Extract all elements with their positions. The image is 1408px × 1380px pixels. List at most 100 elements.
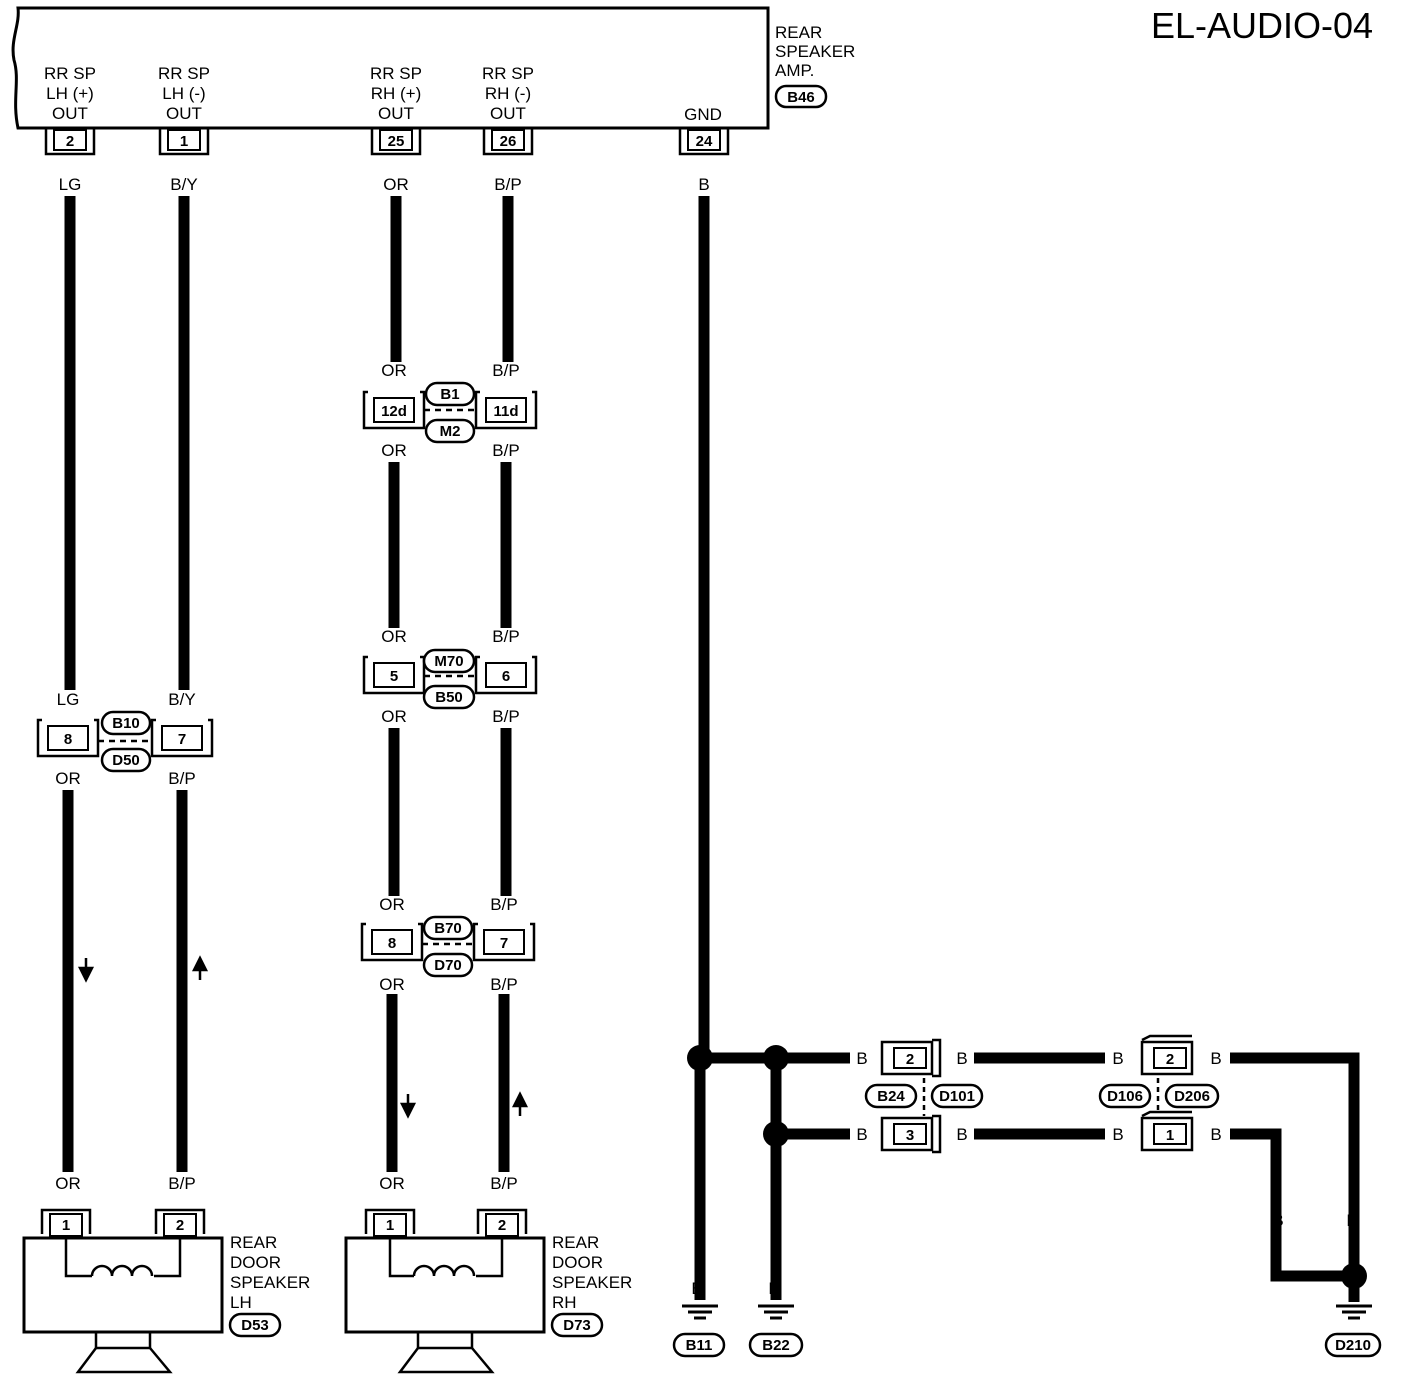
- pin-label: 8: [64, 731, 72, 748]
- ground-id: D210: [1335, 1337, 1371, 1354]
- pin-label: 8: [388, 935, 396, 952]
- speaker-name: REAR: [230, 1233, 277, 1252]
- wire-color: B/P: [492, 707, 519, 726]
- connector-d106-d206: 2 1 D106 D206: [1098, 1034, 1220, 1152]
- connector-b10-d50: LG B/Y 8 7 B10 D50 OR B/P: [36, 690, 214, 788]
- connector-id: D70: [434, 957, 462, 974]
- connector-id: B50: [435, 689, 463, 706]
- wire-color: OR: [379, 975, 405, 994]
- connector-id: D50: [112, 752, 140, 769]
- wire-color: B/P: [490, 895, 517, 914]
- connector-id: B10: [112, 715, 140, 732]
- pin-label: 7: [178, 731, 186, 748]
- wire-color: B: [1272, 1211, 1283, 1230]
- wire-color: OR: [381, 627, 407, 646]
- connector-id: B70: [434, 920, 462, 937]
- amp-connector-id: B46: [787, 89, 815, 106]
- pin-label: 1: [62, 1217, 70, 1234]
- wire-color: LG: [59, 175, 82, 194]
- page-title: EL-AUDIO-04: [1151, 5, 1373, 46]
- pin-label: 26: [500, 133, 517, 150]
- wire-color: OR: [381, 707, 407, 726]
- term-label: RR SP: [44, 64, 96, 83]
- pin-label: 3: [906, 1127, 914, 1144]
- speaker-rh: OR B/P 1 2 REAR DOOR SPEAKER RH D73: [344, 1174, 632, 1374]
- amp-pins: 2 1 25 26 24: [44, 128, 730, 156]
- term-label: OUT: [490, 104, 526, 123]
- wire-color: B: [1112, 1049, 1123, 1068]
- wire-color: B/P: [168, 769, 195, 788]
- wire-color: OR: [381, 361, 407, 380]
- wire-color: B: [1210, 1125, 1221, 1144]
- term-label: LH (-): [162, 84, 205, 103]
- term-label: OUT: [52, 104, 88, 123]
- pin-label: 5: [390, 668, 398, 685]
- connector-id: M70: [434, 653, 463, 670]
- wire-color: B: [956, 1049, 967, 1068]
- term-label: RR SP: [370, 64, 422, 83]
- speaker-name: DOOR: [230, 1253, 281, 1272]
- connector-id: D53: [241, 1317, 269, 1334]
- wire-color: B: [1210, 1049, 1221, 1068]
- connector-id: D101: [939, 1088, 975, 1105]
- wire-color: B/Y: [168, 690, 195, 709]
- rear-speaker-amp: REAR SPEAKER AMP. B46 RR SP LH (+) OUT R…: [11, 6, 855, 130]
- pin-label: 2: [176, 1217, 184, 1234]
- pin-label: 11d: [493, 403, 518, 420]
- wire-color: B: [856, 1125, 867, 1144]
- wire-color: B/P: [492, 627, 519, 646]
- amp-name-line1: REAR: [775, 23, 822, 42]
- wire-color: B: [1346, 1211, 1357, 1230]
- pin-label: 2: [498, 1217, 506, 1234]
- wire-color: B/P: [490, 975, 517, 994]
- connector-id: M2: [440, 423, 461, 440]
- ground-b11: B11: [672, 1304, 726, 1358]
- wire-color: B: [856, 1049, 867, 1068]
- connector-id: B24: [877, 1088, 905, 1105]
- connector-id: D73: [563, 1317, 591, 1334]
- pin-label: 7: [500, 935, 508, 952]
- wire-color: B/Y: [170, 175, 197, 194]
- speaker-name: RH: [552, 1293, 577, 1312]
- wire-color: OR: [55, 1174, 81, 1193]
- wires: [62, 196, 1360, 1302]
- wire-color: B: [698, 175, 709, 194]
- connector-id: D106: [1107, 1088, 1143, 1105]
- speaker-name: SPEAKER: [552, 1273, 632, 1292]
- amp-name-line2: SPEAKER: [775, 42, 855, 61]
- wire-color: OR: [379, 1174, 405, 1193]
- term-label: OUT: [166, 104, 202, 123]
- connector-id: D206: [1174, 1088, 1210, 1105]
- wire-color: B/P: [494, 175, 521, 194]
- wire-color: OR: [383, 175, 409, 194]
- connector-b1-m2: OR B/P 12d 11d B1 M2 OR B/P: [362, 361, 538, 460]
- wire-color: B/P: [492, 361, 519, 380]
- current-arrows: [77, 955, 529, 1119]
- wire-color: B/P: [492, 441, 519, 460]
- connector-id: B1: [440, 386, 459, 403]
- pin-label: 25: [388, 133, 405, 150]
- ground-b22: B22: [748, 1304, 804, 1358]
- wire-color: B/P: [168, 1174, 195, 1193]
- term-label: OUT: [378, 104, 414, 123]
- term-label: RH (+): [371, 84, 422, 103]
- pin-label: 1: [386, 1217, 394, 1234]
- ground-wire-labels: B B B B B B B B B B B B: [691, 1049, 1357, 1298]
- pin-label: 6: [502, 668, 510, 685]
- speaker-name: LH: [230, 1293, 252, 1312]
- term-label: RR SP: [158, 64, 210, 83]
- term-label: RH (-): [485, 84, 531, 103]
- wire-color: B: [1112, 1125, 1123, 1144]
- splices: [687, 1045, 1367, 1289]
- pin-label: 1: [1166, 1127, 1174, 1144]
- wire-color: LG: [57, 690, 80, 709]
- pin-label: 12d: [381, 403, 407, 420]
- term-label: GND: [684, 105, 722, 124]
- term-label: LH (+): [46, 84, 94, 103]
- speaker-lh: OR B/P 1 2 REAR DOOR SPEAKER LH D53: [22, 1174, 310, 1374]
- ground-d210: D210: [1324, 1304, 1382, 1358]
- wire-color: OR: [55, 769, 81, 788]
- wire-color: OR: [379, 895, 405, 914]
- pin-label: 2: [1166, 1051, 1174, 1068]
- term-label: RR SP: [482, 64, 534, 83]
